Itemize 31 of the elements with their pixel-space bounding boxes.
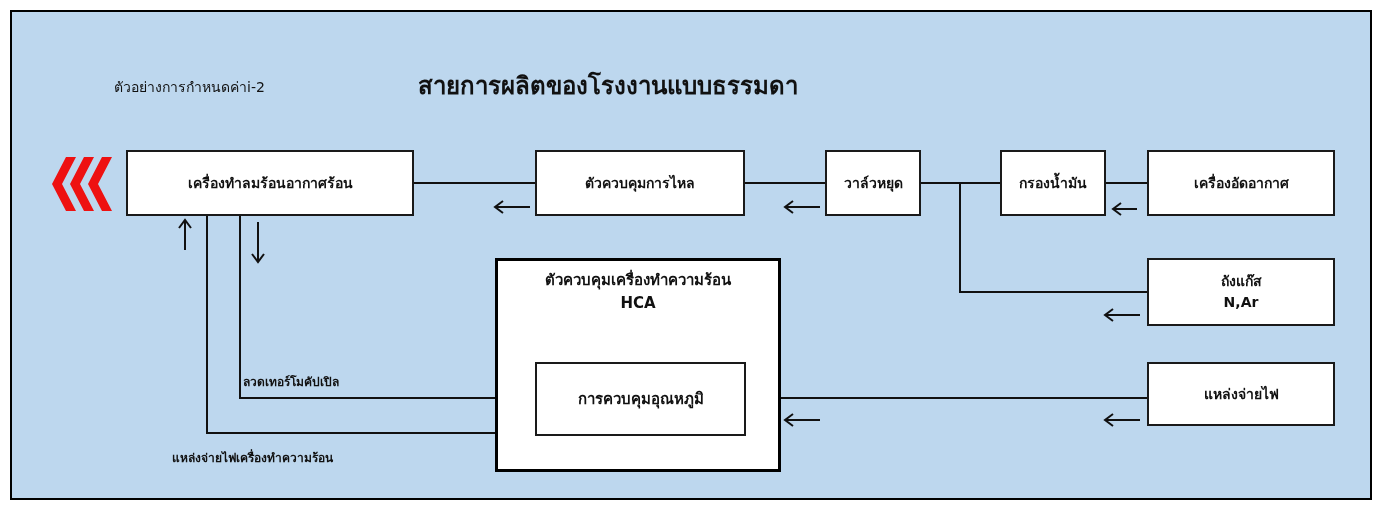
edge-label: แหล่งจ่ายไฟเครื่องทำความร้อน (172, 448, 333, 467)
connector-line (744, 182, 826, 184)
process-box (535, 362, 746, 436)
node-text: วาล์วหยุด (843, 173, 903, 194)
node-text: การควบคุมอุณหภูมิ (577, 388, 704, 411)
node-text: ตัวควบคุมเครื่องทำความร้อน (545, 269, 731, 292)
process-box (126, 150, 414, 216)
connector-line (780, 397, 1148, 399)
connector-line (206, 215, 496, 434)
connector-line (920, 182, 1148, 293)
process-box (1147, 150, 1335, 216)
note-text: ตัวอย่างการกำหนดค่าi-2 (114, 78, 265, 97)
process-box (1147, 258, 1335, 326)
connector-line (1105, 182, 1148, 184)
node-text: HCA (620, 292, 656, 314)
process-box (825, 150, 921, 216)
node-text: ถังแก๊ส (1220, 272, 1262, 291)
process-box (1000, 150, 1106, 216)
diagram-title: สายการผลิตของโรงงานแบบธรรมดา (418, 70, 798, 102)
process-box (535, 150, 745, 216)
connector-line (239, 215, 496, 399)
node-text: N,Ar (1223, 293, 1259, 312)
connector-line (413, 182, 536, 184)
edge-label: ลวดเทอร์โมคัปเปิล (243, 374, 339, 391)
node-text: เครื่องอัดอากาศ (1193, 172, 1289, 193)
node-text: ตัวควบคุมการไหล (585, 173, 695, 194)
controller-box (495, 258, 781, 472)
node-text: กรองน้ำมัน (1019, 172, 1087, 193)
process-box (1147, 362, 1335, 426)
node-text: เครื่องทำลมร้อนอากาศร้อน (187, 172, 353, 193)
node-text: แหล่งจ่ายไฟ (1203, 384, 1279, 404)
